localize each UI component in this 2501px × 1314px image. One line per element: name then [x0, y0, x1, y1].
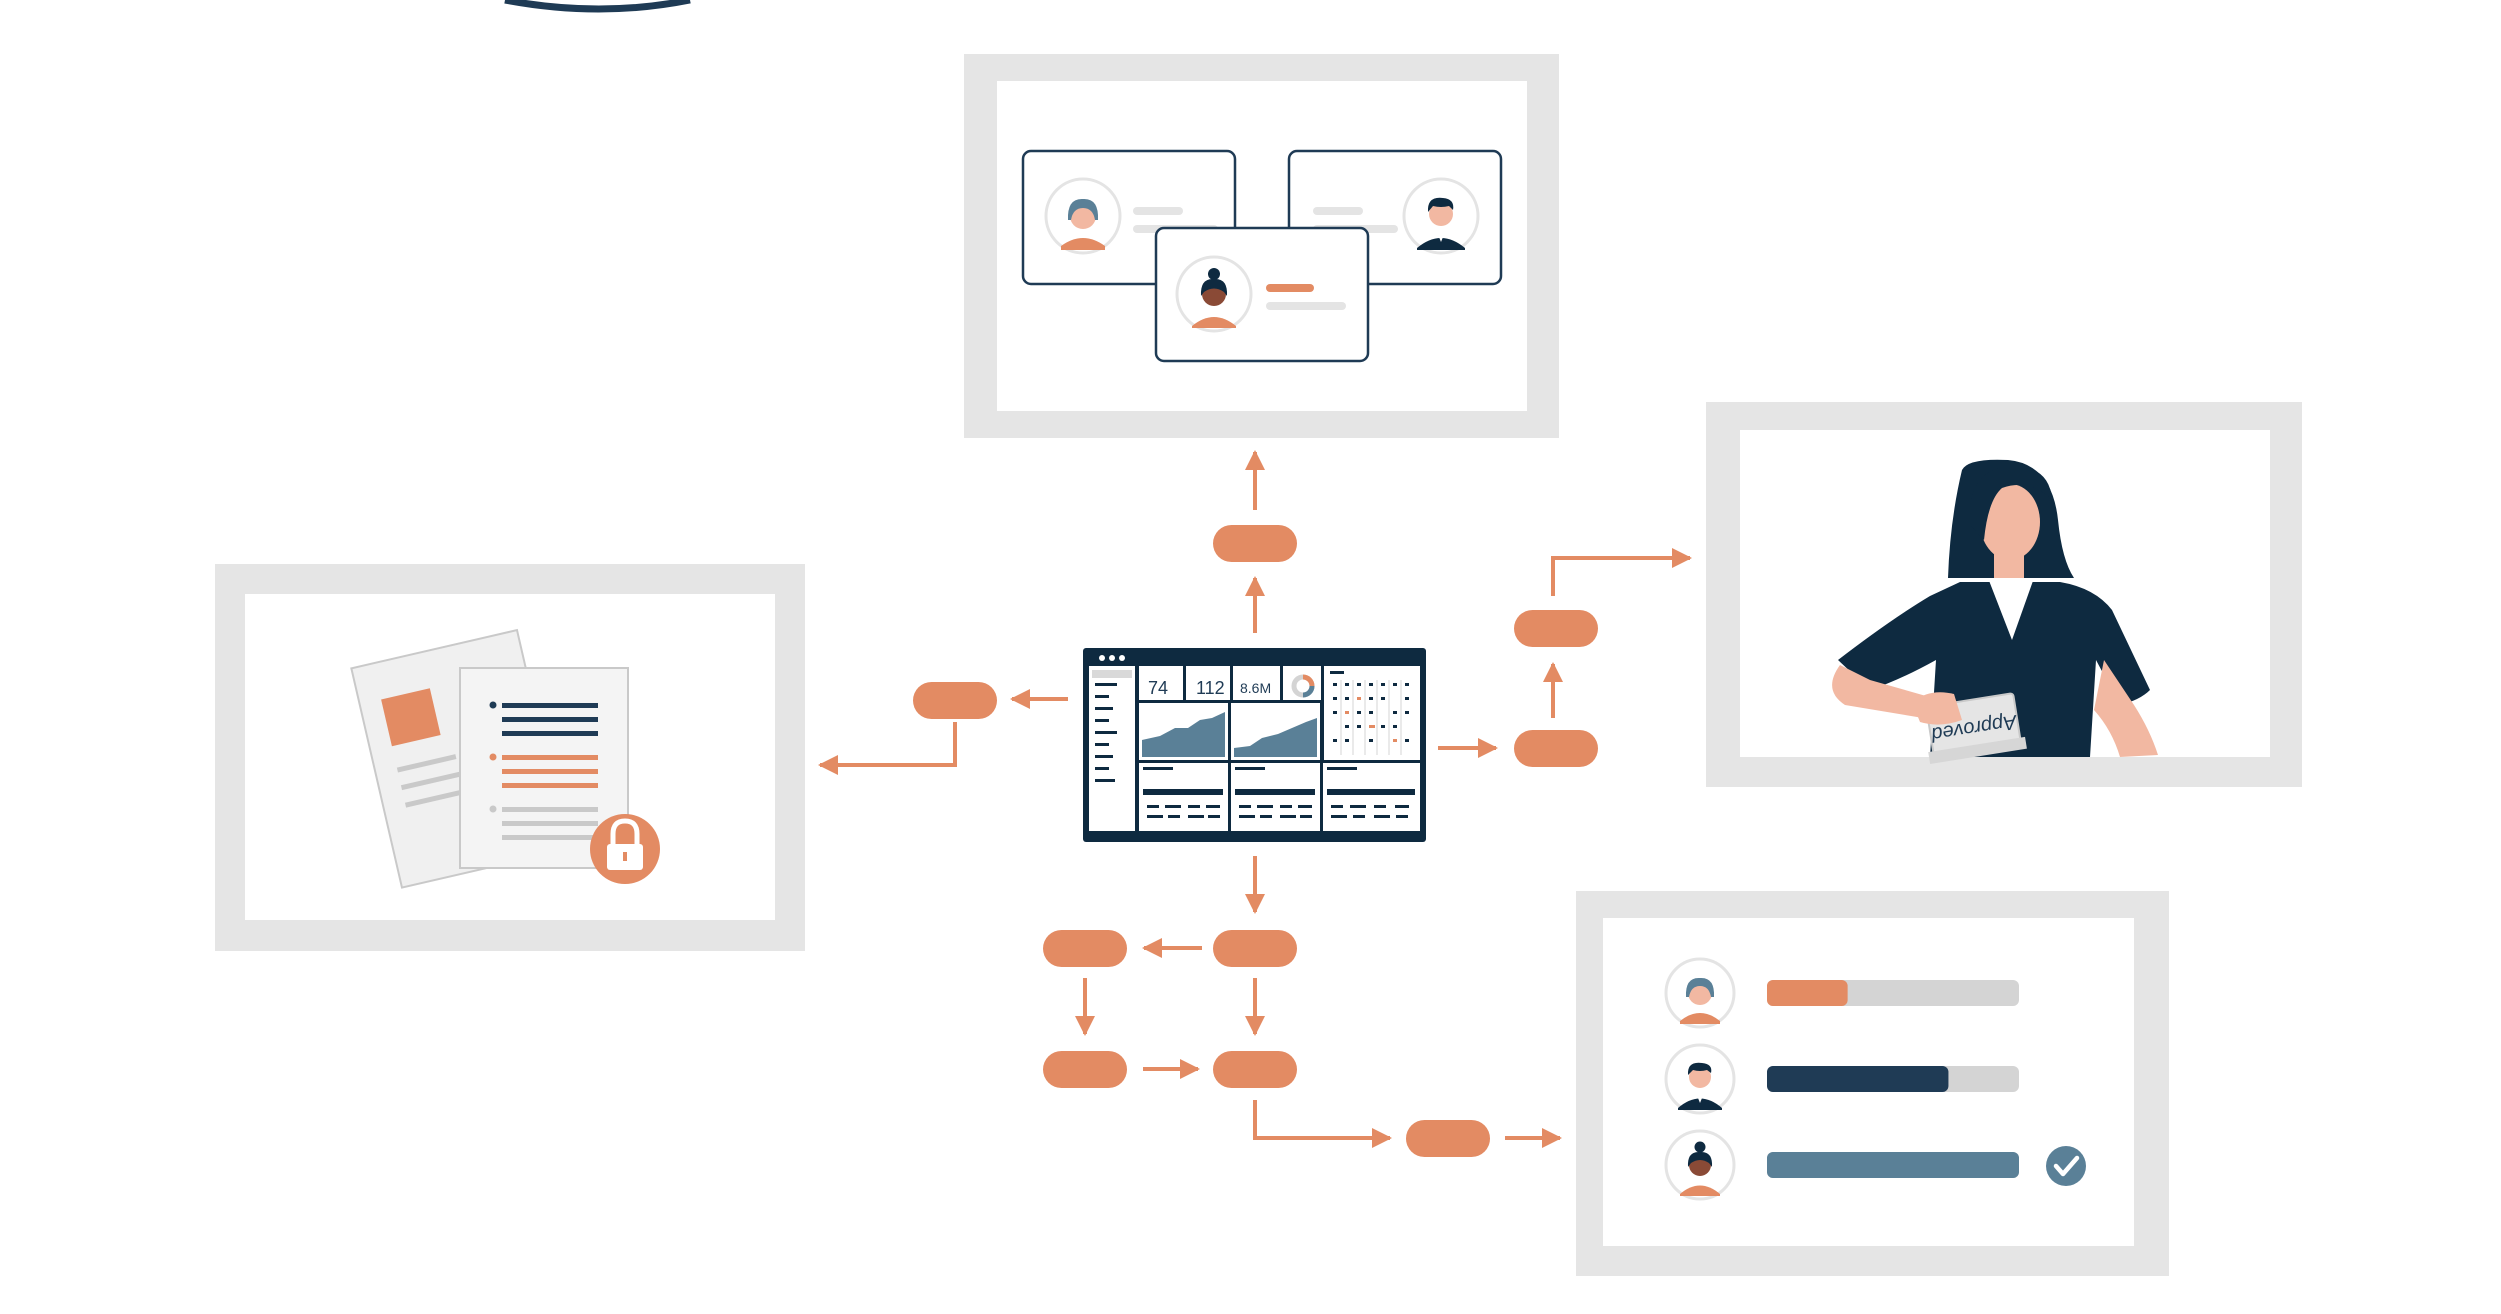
avatar [1664, 957, 1736, 1029]
businesswoman-illustration: Approved [1832, 459, 2158, 764]
kpi-value: 8.6M [1240, 680, 1271, 696]
flow-step-pill [913, 682, 997, 719]
progress-panel [1576, 891, 2169, 1276]
flow-step-pill [1514, 730, 1598, 767]
profile-card-selected [1154, 226, 1370, 363]
kpi-value: 74 [1148, 678, 1168, 698]
avatar [1044, 177, 1122, 255]
flow-step-pill [1514, 610, 1598, 647]
donut-mini-chart [1291, 674, 1315, 698]
flow-step-pill [1213, 1051, 1297, 1088]
avatar [1664, 1129, 1736, 1201]
approval-panel: Approved [1706, 402, 2302, 787]
flow-arrow [1253, 1100, 1392, 1148]
decorative-arc [504, 0, 691, 13]
progress-fill [1767, 1066, 1949, 1092]
flow-step-pill [1406, 1120, 1490, 1157]
lock-icon [590, 814, 660, 884]
avatar [1175, 255, 1253, 333]
flow-step-pill [1043, 930, 1127, 967]
progress-fill [1767, 980, 1848, 1006]
progress-bars [1767, 980, 2019, 1178]
progress-fill [1767, 1152, 2019, 1178]
avatar [1402, 177, 1480, 255]
flow-arrow [818, 722, 957, 775]
profile-card [1021, 149, 1237, 286]
check-icon [2046, 1146, 2086, 1186]
flow-step-pill [1213, 525, 1297, 562]
avatar [1664, 1043, 1736, 1115]
flow-step-pill [1043, 1051, 1127, 1088]
team-profiles-panel [964, 54, 1559, 438]
flow-arrow [1551, 548, 1692, 596]
dashboard-monitor: 74 112 8.6M [1083, 648, 1426, 842]
flow-step-pill [1213, 930, 1297, 967]
secure-documents-panel [215, 564, 805, 951]
kpi-value: 112 [1196, 678, 1225, 698]
